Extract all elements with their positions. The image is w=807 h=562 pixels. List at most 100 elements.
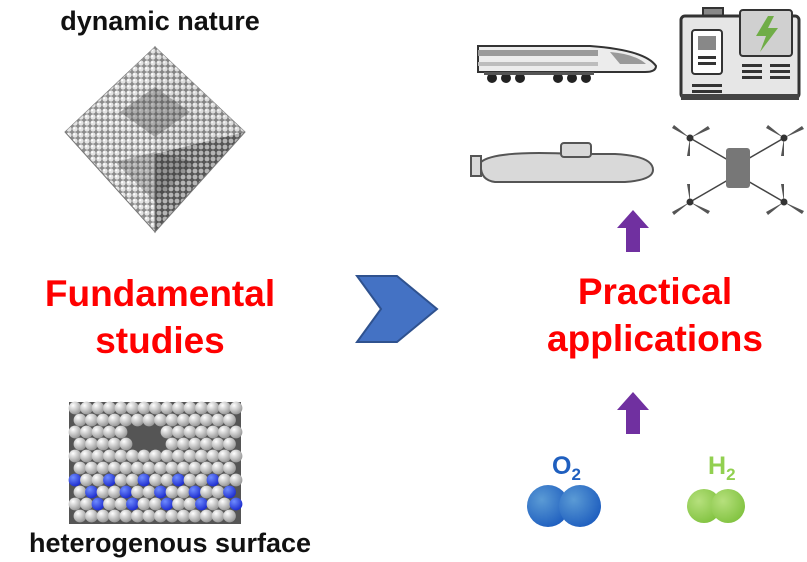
surface-atom xyxy=(91,401,105,415)
surface-atom xyxy=(96,509,110,523)
heterogenous-surface-label: heterogenous surface xyxy=(28,528,312,558)
surface-atom xyxy=(114,497,128,511)
surface-atom xyxy=(85,437,98,451)
fundamental-line: Fundamental xyxy=(44,273,276,314)
surface-atom xyxy=(103,449,116,463)
surface-atom xyxy=(211,437,225,451)
surface-atom xyxy=(223,413,236,427)
surface-atom xyxy=(206,401,220,415)
surface-atom xyxy=(188,509,202,523)
surface-atom xyxy=(229,449,243,463)
surface-atom xyxy=(160,473,174,487)
surface-atom xyxy=(108,461,121,475)
surface-atom xyxy=(103,425,116,439)
surface-atom xyxy=(119,413,133,427)
surface-atom xyxy=(177,461,190,475)
submarine-icon xyxy=(470,142,655,183)
surface-atom xyxy=(96,485,110,499)
surface-atom xyxy=(96,437,110,451)
surface-atom xyxy=(108,413,121,427)
h2-subscript: 2 xyxy=(726,465,736,484)
o2-label: O2 xyxy=(552,452,581,485)
surface-atom xyxy=(200,437,213,451)
o2-symbol: O xyxy=(552,452,572,480)
dopant-atom xyxy=(126,497,139,511)
dopant-atom xyxy=(172,473,185,487)
surface-atom xyxy=(223,509,236,523)
generator-icon xyxy=(679,7,801,100)
practical-line: Practical xyxy=(577,271,733,312)
surface-atom xyxy=(73,461,87,475)
surface-atom xyxy=(172,425,185,439)
surface-atom xyxy=(218,425,231,439)
surface-atom xyxy=(200,485,213,499)
surface-atom xyxy=(206,449,220,463)
surface-atom xyxy=(177,437,190,451)
surface-atom xyxy=(149,449,162,463)
surface-atom xyxy=(229,473,243,487)
surface-atom xyxy=(137,401,151,415)
surface-atom xyxy=(96,461,110,475)
practical-applications-title: Practical applications xyxy=(510,268,800,362)
h2-symbol: H xyxy=(708,452,727,480)
surface-atom xyxy=(119,437,133,451)
surface-atom xyxy=(119,461,133,475)
surface-atom xyxy=(188,461,202,475)
surface-atom xyxy=(160,425,174,439)
surface-atom xyxy=(149,497,162,511)
dopant-atom xyxy=(160,497,174,511)
dopant-atom xyxy=(223,485,236,499)
surface-atom xyxy=(80,497,93,511)
dopant-atom xyxy=(137,473,151,487)
surface-atom xyxy=(229,401,243,415)
surface-atom xyxy=(154,413,167,427)
surface-atom xyxy=(223,437,236,451)
surface-atom xyxy=(108,437,121,451)
surface-atom xyxy=(80,473,93,487)
surface-atom xyxy=(177,485,190,499)
surface-atom xyxy=(206,425,220,439)
surface-atom xyxy=(165,485,179,499)
surface-atom xyxy=(68,449,82,463)
surface-atom xyxy=(200,413,213,427)
surface-atom xyxy=(211,413,225,427)
surface-atom xyxy=(160,449,174,463)
surface-atom xyxy=(211,485,225,499)
surface-atom xyxy=(195,401,208,415)
surface-atom xyxy=(195,473,208,487)
dopant-atom xyxy=(195,497,208,511)
surface-atom xyxy=(108,485,121,499)
surface-atom xyxy=(126,449,139,463)
surface-atom xyxy=(165,461,179,475)
surface-atom xyxy=(131,509,144,523)
dynamic-nature-label: dynamic nature xyxy=(60,6,260,36)
surface-atom xyxy=(114,473,128,487)
dopant-atom xyxy=(68,473,82,487)
h2-molecule-icon xyxy=(687,489,745,523)
surface-atom xyxy=(103,497,116,511)
surface-atom xyxy=(195,425,208,439)
surface-atom xyxy=(91,473,105,487)
surface-atom xyxy=(131,461,144,475)
octahedron-nanoparticle-icon xyxy=(64,45,246,234)
surface-atom xyxy=(172,497,185,511)
surface-atom xyxy=(80,401,93,415)
surface-atom xyxy=(172,401,185,415)
surface-atom xyxy=(96,413,110,427)
h2-label: H2 xyxy=(708,452,736,485)
surface-atom xyxy=(68,401,82,415)
surface-atom xyxy=(85,509,98,523)
surface-atom xyxy=(80,449,93,463)
bullet-train-icon xyxy=(477,45,658,83)
surface-atom xyxy=(142,413,156,427)
surface-atom xyxy=(211,461,225,475)
dopant-atom xyxy=(85,485,98,499)
dopant-atom xyxy=(188,485,202,499)
surface-atom xyxy=(223,461,236,475)
surface-atom xyxy=(154,461,167,475)
up-arrow-lower-icon xyxy=(617,392,649,434)
surface-atom xyxy=(73,437,87,451)
surface-atom xyxy=(137,497,151,511)
surface-atom xyxy=(172,449,185,463)
surface-atom xyxy=(80,425,93,439)
